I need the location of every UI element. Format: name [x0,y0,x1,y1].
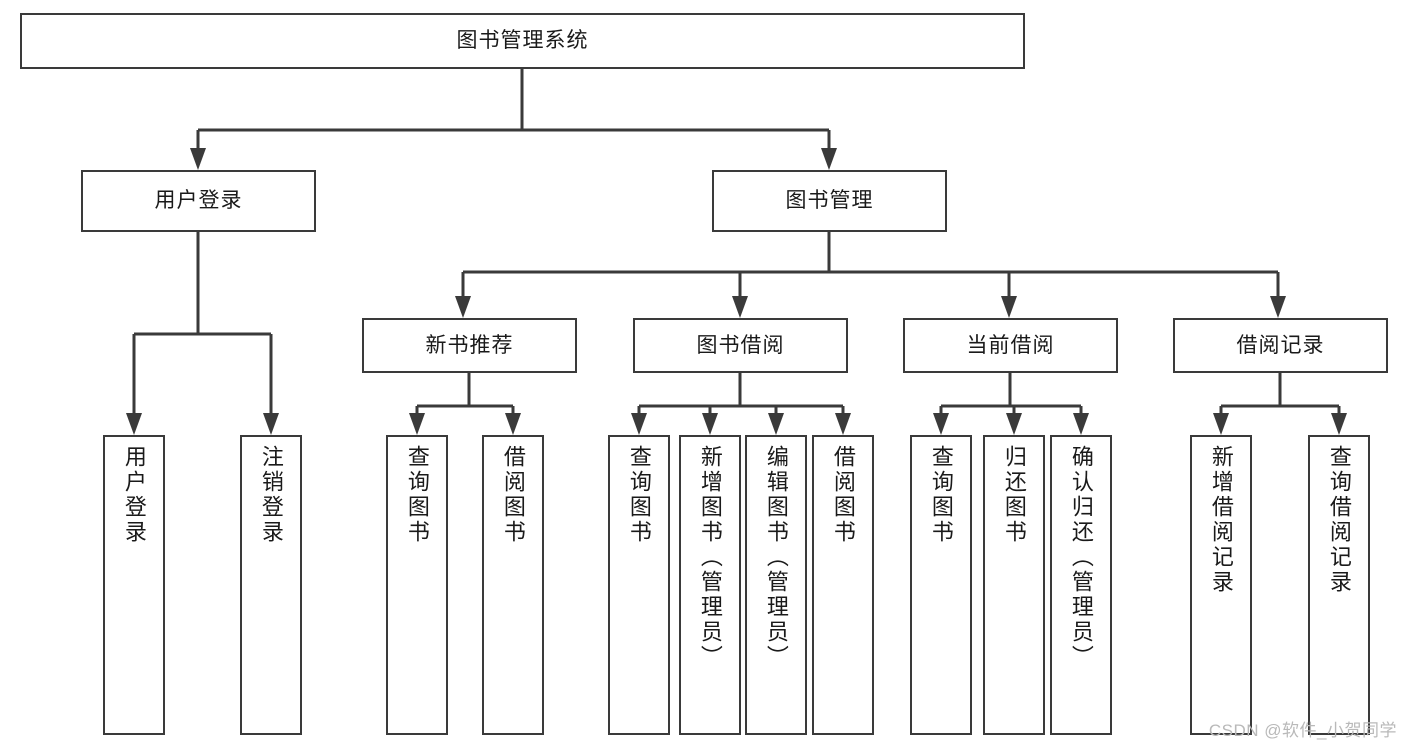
node-label: 图书借阅 [696,333,785,357]
conn-new-book-recommend-arrowhead-1 [505,413,521,435]
node-leaf-borrow-books-rec[interactable]: 借阅图书 [482,435,544,735]
conn-root-arrowhead-1 [821,148,837,170]
node-leaf-query-books-borrow[interactable]: 查询图书 [608,435,670,735]
node-leaf-add-book-admin[interactable]: 新增图书（管理员） [679,435,741,735]
node-leaf-confirm-return-admin[interactable]: 确认归还（管理员） [1050,435,1112,735]
node-leaf-user-logout[interactable]: 注销登录 [240,435,302,735]
conn-root-arrowhead-0 [190,148,206,170]
conn-book-borrow-arrowhead-2 [768,413,784,435]
conn-current-borrow-arrowhead-0 [933,413,949,435]
conn-borrow-record-arrowhead-0 [1213,413,1229,435]
node-leaf-query-books-current[interactable]: 查询图书 [910,435,972,735]
node-root[interactable]: 图书管理系统 [20,13,1025,69]
node-current-borrow[interactable]: 当前借阅 [903,318,1118,373]
node-leaf-query-books-rec[interactable]: 查询图书 [386,435,448,735]
node-label: 查询借阅记录 [1326,445,1352,595]
node-label: 用户登录 [154,189,243,213]
watermark-text: CSDN @软件_小贺同学 [1208,721,1397,740]
conn-book-management-arrowhead-1 [732,296,748,318]
conn-user-login-arrowhead-1 [263,413,279,435]
conn-book-management-arrowhead-0 [455,296,471,318]
node-leaf-user-login[interactable]: 用户登录 [103,435,165,735]
node-label: 查询图书 [928,445,954,545]
node-user-login[interactable]: 用户登录 [81,170,316,232]
node-leaf-query-borrow-record[interactable]: 查询借阅记录 [1308,435,1370,735]
node-book-borrow[interactable]: 图书借阅 [633,318,848,373]
node-book-management[interactable]: 图书管理 [712,170,947,232]
node-label: 当前借阅 [966,333,1055,357]
node-label: 借阅记录 [1236,333,1325,357]
node-label: 确认归还（管理员） [1068,445,1094,670]
node-label: 编辑图书（管理员） [763,445,789,670]
node-leaf-edit-book-admin[interactable]: 编辑图书（管理员） [745,435,807,735]
node-label: 借阅图书 [500,445,526,545]
conn-borrow-record-arrowhead-1 [1331,413,1347,435]
conn-book-borrow-arrowhead-1 [702,413,718,435]
node-label: 用户登录 [121,445,147,545]
node-leaf-add-borrow-record[interactable]: 新增借阅记录 [1190,435,1252,735]
node-leaf-return-book[interactable]: 归还图书 [983,435,1045,735]
conn-user-login-arrowhead-0 [126,413,142,435]
node-leaf-borrow-book[interactable]: 借阅图书 [812,435,874,735]
node-borrow-record[interactable]: 借阅记录 [1173,318,1388,373]
node-label: 查询图书 [626,445,652,545]
node-label: 新增借阅记录 [1208,445,1234,595]
conn-book-borrow-arrowhead-0 [631,413,647,435]
conn-new-book-recommend-arrowhead-0 [409,413,425,435]
conn-book-management-arrowhead-3 [1270,296,1286,318]
conn-book-management-arrowhead-2 [1001,296,1017,318]
node-label: 新书推荐 [425,333,514,357]
conn-book-borrow-arrowhead-3 [835,413,851,435]
node-label: 图书管理 [785,189,874,213]
node-label: 归还图书 [1001,445,1027,545]
node-label: 新增图书（管理员） [697,445,723,670]
node-label: 借阅图书 [830,445,856,545]
conn-current-borrow-arrowhead-1 [1006,413,1022,435]
node-new-book-recommend[interactable]: 新书推荐 [362,318,577,373]
node-label: 查询图书 [404,445,430,545]
conn-current-borrow-arrowhead-2 [1073,413,1089,435]
node-label: 注销登录 [258,445,284,545]
node-label: 图书管理系统 [456,29,589,53]
